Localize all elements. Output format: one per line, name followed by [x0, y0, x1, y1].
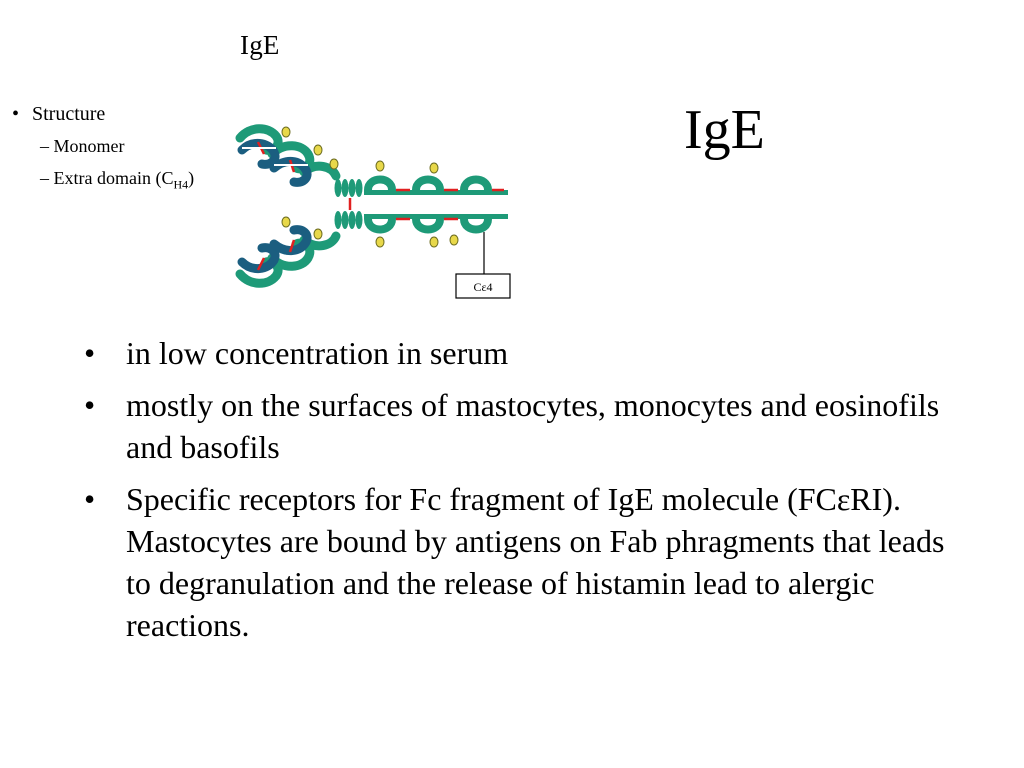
slide-title: IgE — [684, 99, 765, 161]
callout-label: Cε4 — [473, 280, 492, 294]
extra-domain-item: – Extra domain (CH4) — [12, 162, 194, 201]
figure-title: IgE — [240, 30, 280, 60]
bullet-text: mostly on the surfaces of mastocytes, mo… — [126, 387, 940, 465]
structure-label: Structure — [32, 103, 106, 125]
bullet-list: • in low concentration in serum • mostly… — [84, 332, 964, 656]
extra-domain-subscript: H4 — [173, 177, 189, 192]
monomer-item: – Monomer — [40, 136, 125, 156]
figure-notes: • Structure – Monomer – Extra domain (CH… — [12, 98, 194, 201]
lower-fab-arm — [235, 216, 341, 288]
fc-stem — [364, 160, 508, 248]
hinge-region — [334, 179, 363, 229]
bullet-dot: • — [12, 103, 20, 125]
bullet-dot: • — [84, 387, 96, 423]
bullet-text: in low concentration in serum — [126, 335, 509, 371]
bullet-item: • in low concentration in serum — [84, 332, 964, 374]
ige-structure-diagram: Cε4 — [235, 124, 511, 299]
extra-domain-close: ) — [188, 168, 195, 188]
bullet-text: Specific receptors for Fc fragment of Ig… — [126, 481, 945, 643]
bullet-item: • Specific receptors for Fc fragment of … — [84, 478, 964, 646]
upper-fab-arm — [235, 124, 341, 187]
bullet-item: • mostly on the surfaces of mastocytes, … — [84, 384, 964, 468]
bullet-dot: • — [84, 481, 96, 517]
bullet-dot: • — [84, 335, 96, 371]
structure-item: • Structure — [12, 98, 194, 130]
extra-domain-text: – Extra domain (C — [40, 168, 174, 188]
callout-box — [455, 273, 511, 299]
